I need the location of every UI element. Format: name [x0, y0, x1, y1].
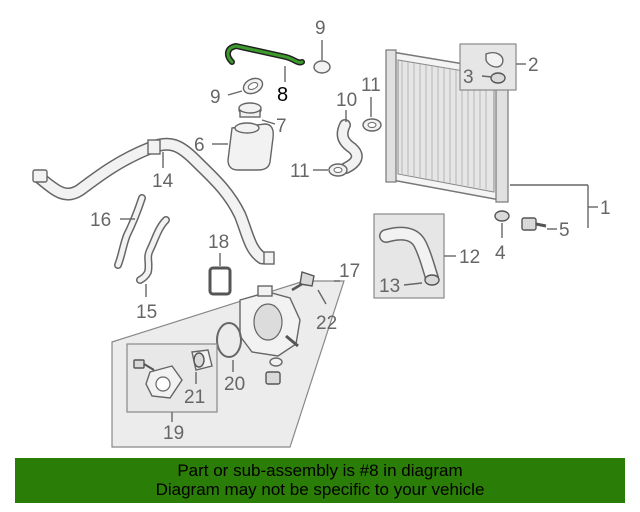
callout-2[interactable]: 2 [528, 55, 539, 76]
part-15-hose [136, 216, 170, 297]
part-16-hose [114, 194, 146, 269]
callout-12[interactable]: 12 [459, 247, 480, 268]
callout-11-lower[interactable]: 11 [290, 161, 310, 182]
info-banner: Part or sub-assembly is #8 in diagram Di… [15, 458, 625, 503]
callout-9-left[interactable]: 9 [210, 87, 221, 108]
callout-9-top[interactable]: 9 [315, 18, 326, 39]
callout-15[interactable]: 15 [136, 302, 157, 323]
part-12-13-group [373, 213, 456, 299]
callout-14[interactable]: 14 [152, 171, 174, 192]
part-17-housing [239, 285, 301, 357]
callout-1[interactable]: 1 [600, 198, 611, 219]
part-11-clamp-lower [313, 163, 348, 177]
callout-5[interactable]: 5 [559, 220, 570, 241]
part-7-cap [238, 102, 276, 125]
banner-line-1: Part or sub-assembly is #8 in diagram [177, 461, 463, 480]
part-5-bolt [521, 217, 557, 231]
callout-6[interactable]: 6 [194, 135, 205, 156]
parts-diagram: 8 9 9 7 6 14 16 [32, 18, 611, 448]
callout-10[interactable]: 10 [336, 90, 357, 111]
part-8-hose[interactable] [224, 43, 305, 66]
part-10-hose [336, 110, 363, 174]
part-2-3-group [459, 43, 526, 91]
callout-8[interactable]: 8 [277, 84, 288, 106]
part-14-hose [32, 137, 275, 265]
small-fittings [265, 357, 283, 385]
part-9-clamp-left [227, 77, 264, 96]
callout-16[interactable]: 16 [90, 210, 111, 231]
part-18-gasket [208, 253, 232, 296]
callout-18[interactable]: 18 [208, 232, 229, 253]
callout-20[interactable]: 20 [224, 374, 245, 395]
part-20-oring [216, 322, 242, 372]
banner-line-2: Diagram may not be specific to your vehi… [155, 480, 485, 499]
callout-17[interactable]: 17 [339, 261, 360, 282]
part-11-clamp-upper [362, 97, 382, 132]
part-4-mount [494, 210, 510, 238]
part-22-sensor [291, 271, 327, 305]
callout-7[interactable]: 7 [276, 116, 287, 137]
part-19-21-group [126, 343, 218, 422]
callout-13[interactable]: 13 [379, 276, 400, 297]
callout-19[interactable]: 19 [163, 423, 184, 444]
callout-4[interactable]: 4 [495, 243, 506, 264]
callout-22[interactable]: 22 [316, 313, 337, 334]
callout-3[interactable]: 3 [463, 67, 474, 88]
part-9-clamp-top [313, 40, 331, 74]
callout-11-upper[interactable]: 11 [361, 75, 381, 96]
callout-21[interactable]: 21 [184, 387, 205, 408]
part-6-reservoir [212, 122, 274, 171]
